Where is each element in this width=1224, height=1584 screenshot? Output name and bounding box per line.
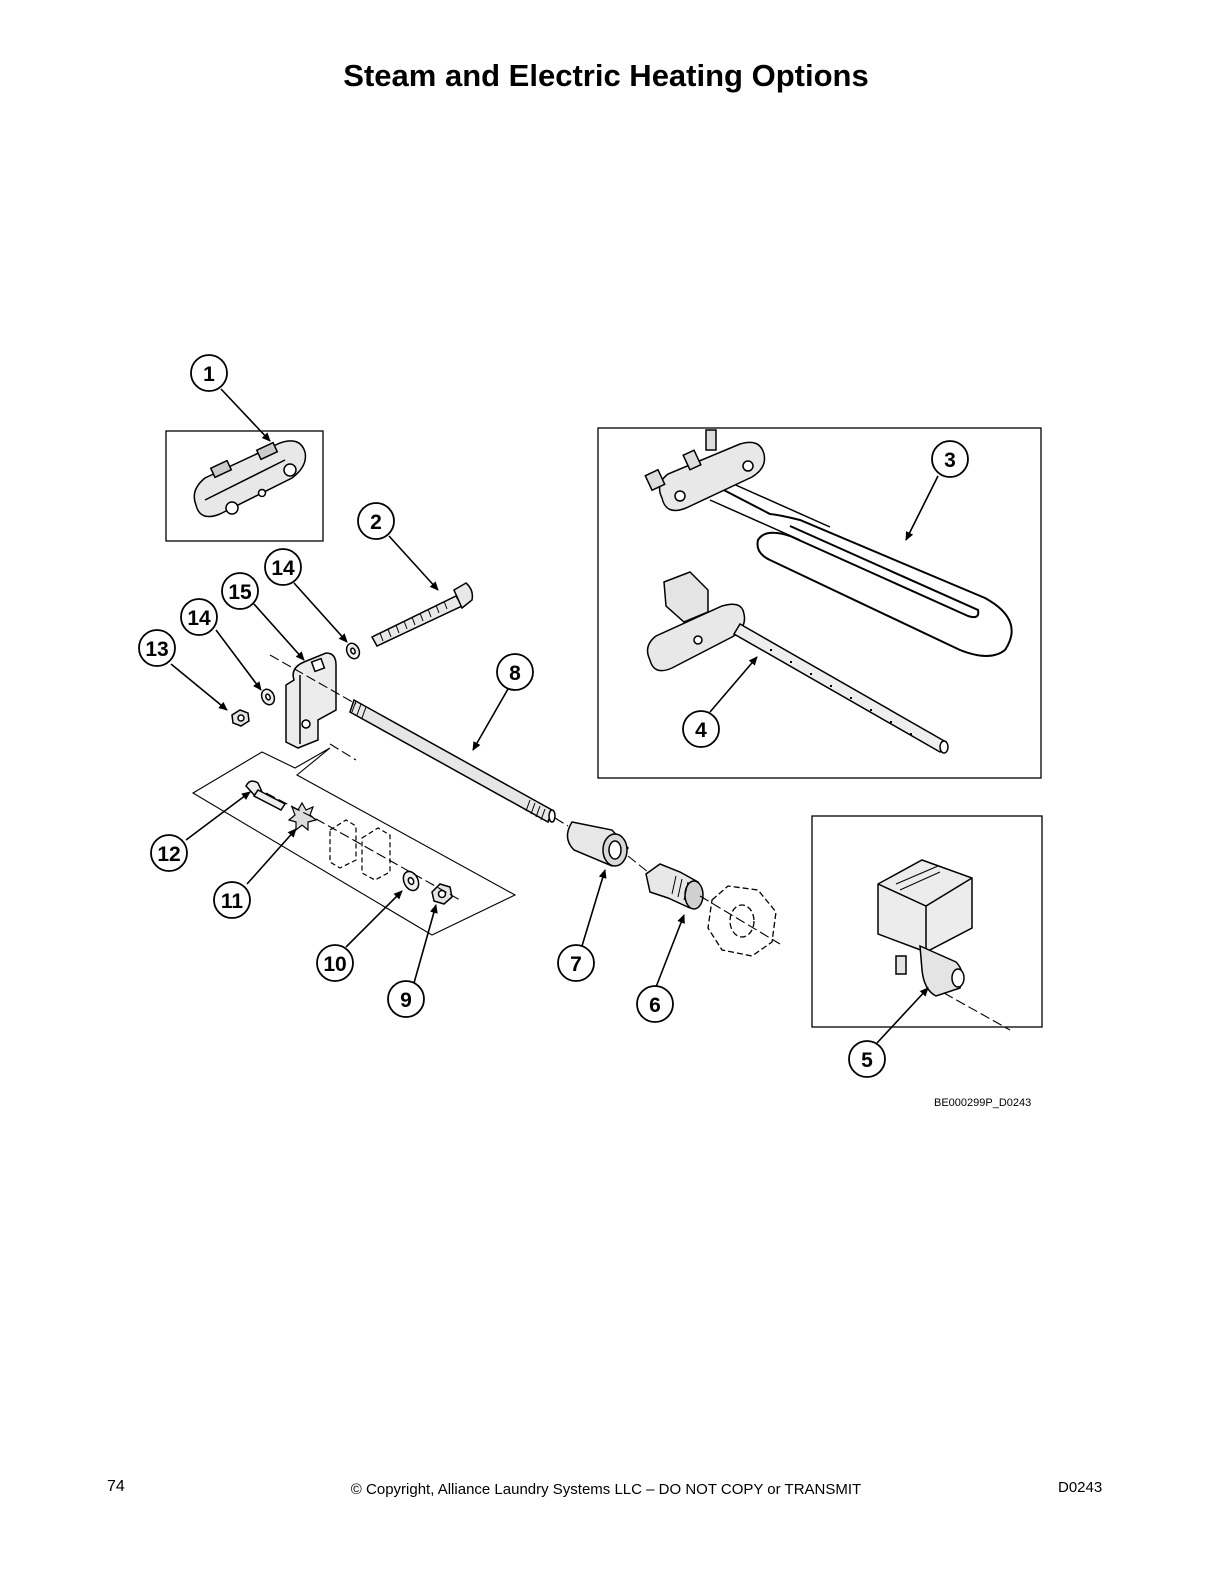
svg-text:8: 8 bbox=[509, 662, 521, 685]
callout-13: 13 bbox=[138, 629, 176, 667]
coupling-7 bbox=[566, 821, 630, 867]
assembly-centerlines bbox=[265, 654, 1011, 1031]
inset-box-heating-elements bbox=[597, 427, 1042, 779]
mounting-gasket bbox=[707, 885, 777, 957]
callout-1: 1 bbox=[190, 354, 228, 392]
page-number: 74 bbox=[107, 1478, 125, 1495]
leader-lines bbox=[170, 388, 939, 1044]
callout-9: 9 bbox=[387, 980, 425, 1018]
callout-5: 5 bbox=[848, 1040, 886, 1078]
svg-text:10: 10 bbox=[323, 953, 346, 976]
callout-14-lower: 14 bbox=[180, 598, 218, 636]
bracket-hardware-outline bbox=[191, 747, 517, 936]
pipe-8 bbox=[349, 698, 556, 824]
solenoid-valve-5 bbox=[877, 859, 973, 997]
steam-injector-4 bbox=[646, 571, 949, 754]
callout-8: 8 bbox=[496, 653, 534, 691]
star-washer-11 bbox=[287, 801, 318, 832]
svg-text:3: 3 bbox=[944, 449, 956, 472]
u-bracket-part bbox=[285, 652, 337, 749]
callout-12: 12 bbox=[150, 834, 188, 872]
svg-text:14: 14 bbox=[187, 607, 211, 630]
svg-text:9: 9 bbox=[400, 989, 412, 1012]
inset-box-heater-flange bbox=[165, 430, 324, 542]
svg-text:1: 1 bbox=[203, 363, 215, 386]
long-bolt-part bbox=[370, 582, 474, 647]
document-code: D0243 bbox=[1058, 1479, 1103, 1496]
svg-text:13: 13 bbox=[145, 638, 168, 661]
callout-14-upper: 14 bbox=[264, 548, 302, 586]
svg-text:15: 15 bbox=[228, 581, 252, 604]
svg-text:11: 11 bbox=[221, 890, 244, 913]
svg-text:6: 6 bbox=[649, 994, 661, 1017]
callout-10: 10 bbox=[316, 944, 354, 982]
svg-text:14: 14 bbox=[271, 557, 295, 580]
nut-9 bbox=[431, 883, 453, 905]
page-title: Steam and Electric Heating Options bbox=[343, 58, 869, 93]
washer-14-upper bbox=[345, 642, 361, 660]
heating-element-3 bbox=[644, 429, 1013, 657]
fitting-6 bbox=[645, 863, 704, 910]
washer-10 bbox=[402, 870, 420, 892]
inset-box-steam-valve bbox=[811, 815, 1043, 1028]
washer-14-lower bbox=[260, 688, 276, 706]
callout-3: 3 bbox=[931, 440, 969, 478]
callout-15: 15 bbox=[221, 572, 259, 610]
svg-text:5: 5 bbox=[861, 1049, 873, 1072]
svg-text:4: 4 bbox=[695, 719, 707, 742]
figure-id: BE000299P_D0243 bbox=[934, 1097, 1032, 1109]
heater-flange-part bbox=[193, 440, 307, 518]
nut-13 bbox=[231, 709, 250, 727]
callout-4: 4 bbox=[682, 710, 720, 748]
callout-6: 6 bbox=[636, 985, 674, 1023]
svg-text:2: 2 bbox=[370, 511, 382, 534]
callouts: 1 2 3 4 5 6 7 8 9 10 11 12 13 14 14 15 bbox=[138, 354, 969, 1078]
callout-7: 7 bbox=[557, 944, 595, 982]
svg-text:7: 7 bbox=[570, 953, 582, 976]
svg-text:12: 12 bbox=[157, 843, 180, 866]
callout-2: 2 bbox=[357, 502, 395, 540]
clip-plates bbox=[329, 819, 391, 881]
screw-12 bbox=[245, 780, 287, 811]
callout-11: 11 bbox=[213, 881, 251, 919]
copyright-notice: © Copyright, Alliance Laundry Systems LL… bbox=[350, 1481, 862, 1498]
